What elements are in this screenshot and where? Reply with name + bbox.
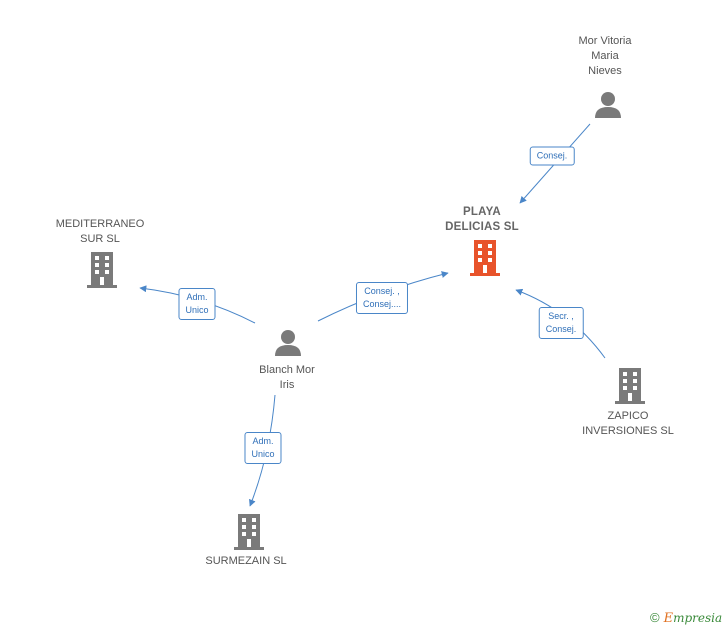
label-line: INVERSIONES SL xyxy=(582,425,674,437)
label-line: Nieves xyxy=(588,65,622,77)
edge-label-adm-unico[interactable]: Adm. Unico xyxy=(178,288,216,320)
edge-label-line: Unico xyxy=(251,449,275,459)
building-icon[interactable] xyxy=(614,368,646,404)
node-label-mediterraneo[interactable]: MEDITERRANEO SUR SL xyxy=(56,217,145,247)
label-line: SURMEZAIN SL xyxy=(205,555,287,567)
label-line: Blanch Mor xyxy=(259,364,315,376)
edge-label-consej[interactable]: Consej. xyxy=(529,146,575,166)
node-label-surmezain[interactable]: SURMEZAIN SL xyxy=(205,554,286,569)
edge-label-line: Adm. xyxy=(186,292,208,302)
label-line: Mor Vitoria xyxy=(578,35,632,47)
node-label-playa-delicias[interactable]: PLAYA DELICIAS SL xyxy=(445,205,519,235)
person-icon[interactable] xyxy=(593,90,623,118)
edge-label-line: Consej. xyxy=(545,324,577,334)
label-line: DELICIAS SL xyxy=(445,221,519,233)
person-icon[interactable] xyxy=(273,328,303,356)
edge-label-adm-unico[interactable]: Adm. Unico xyxy=(244,432,282,464)
label-line: SUR SL xyxy=(80,233,120,245)
edge-label-line: Consej.... xyxy=(362,299,402,309)
edge-label-line: Unico xyxy=(185,305,209,315)
building-icon[interactable] xyxy=(86,252,118,288)
edge-label-line: Consej. , xyxy=(364,286,400,296)
edge-label-line: Secr. , xyxy=(548,311,574,321)
brand-name: mpresia xyxy=(673,611,723,625)
label-line: Iris xyxy=(279,379,295,391)
node-label-zapico[interactable]: ZAPICO INVERSIONES SL xyxy=(582,409,674,439)
edge-label-consej-consej[interactable]: Consej. , Consej.... xyxy=(355,282,409,314)
label-line: MEDITERRANEO xyxy=(55,218,145,230)
edge-label-line: Adm. xyxy=(252,436,274,446)
label-line: ZAPICO xyxy=(607,410,649,422)
node-label-mor-vitoria[interactable]: Mor Vitoria Maria Nieves xyxy=(579,34,632,79)
brand-footer: ©Empresia xyxy=(650,610,722,626)
edge-label-secr-consej[interactable]: Secr. , Consej. xyxy=(538,307,584,339)
building-icon[interactable] xyxy=(233,514,265,550)
label-line: PLAYA xyxy=(463,206,501,218)
edge-label-line: Consej. xyxy=(536,150,568,161)
brand-initial: E xyxy=(663,611,674,626)
building-icon-focus[interactable] xyxy=(469,240,501,276)
label-line: Maria xyxy=(591,50,619,62)
copyright-icon: © xyxy=(650,610,660,625)
node-label-blanch-mor[interactable]: Blanch Mor Iris xyxy=(259,363,315,393)
